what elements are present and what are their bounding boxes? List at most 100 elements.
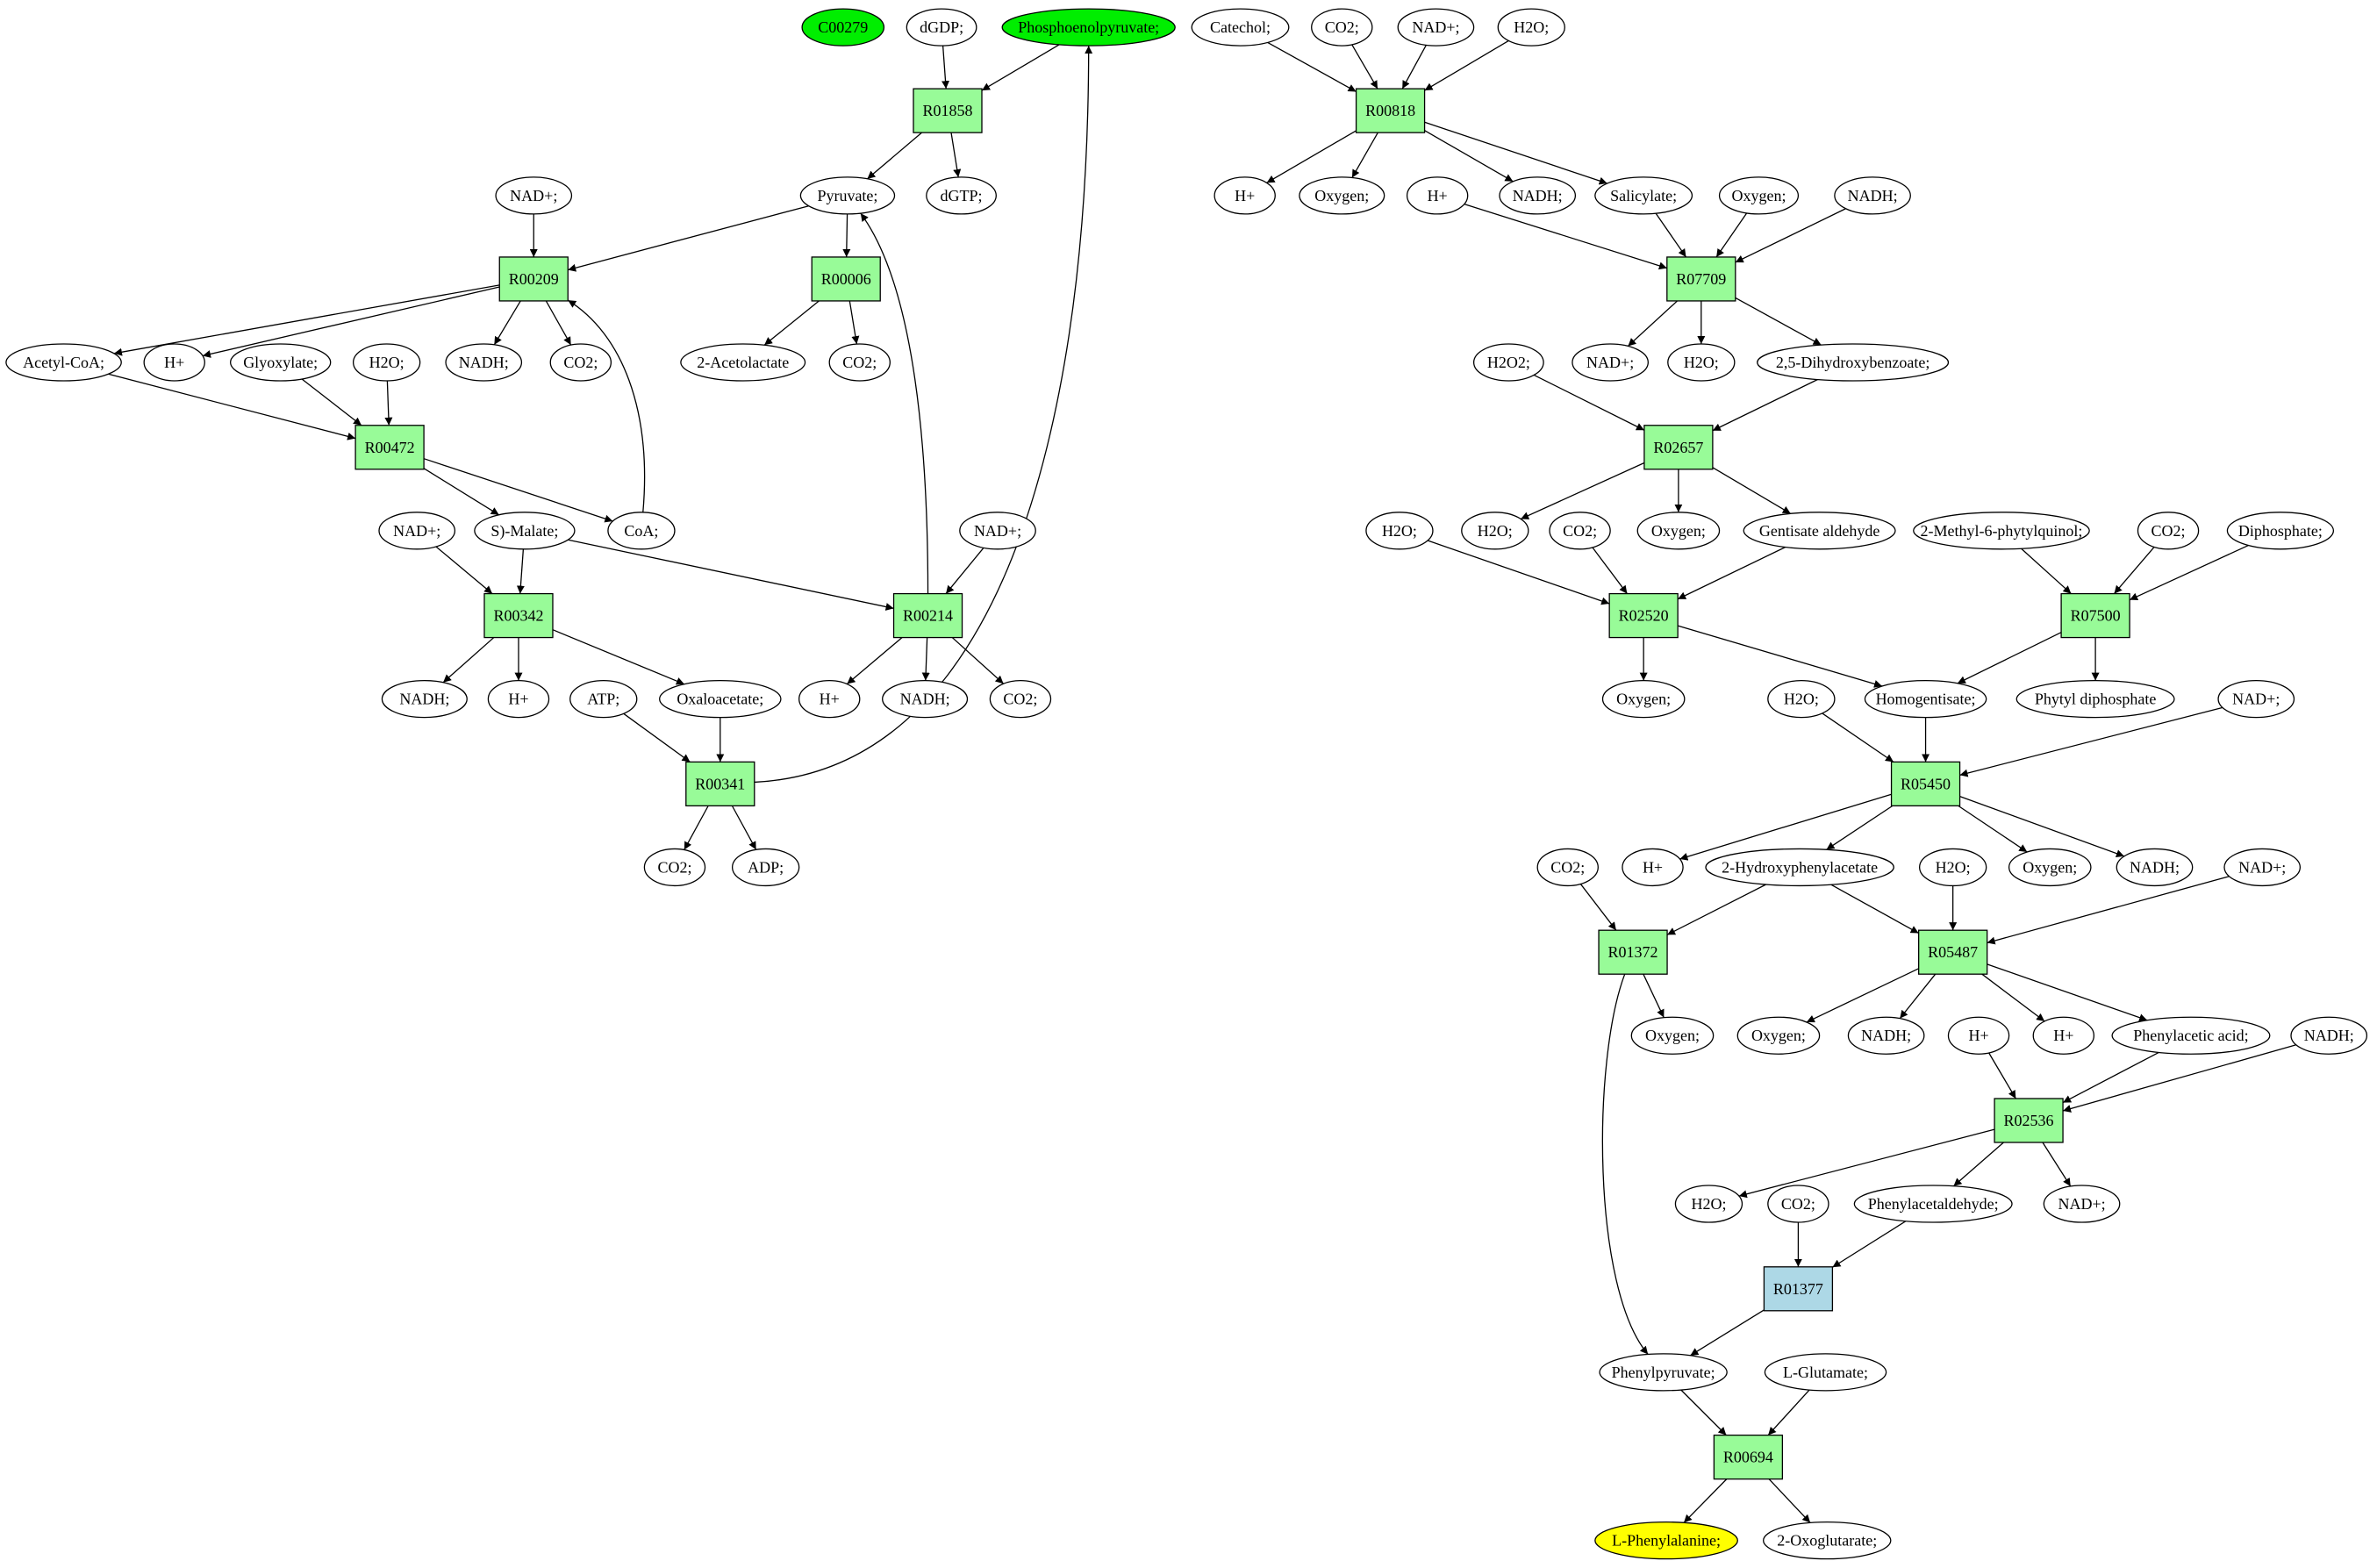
compound-h_r214-ellipse [798,679,861,719]
edge-nad_r5450-to-R05450 [1959,706,2223,777]
compound-h2o_r2520-ellipse [1365,512,1434,550]
edge-h2o_r818-to-R00818 [1424,39,1509,91]
edge-R00818-to-nadh_r818 [1424,130,1514,183]
compound-h_r342: H+ [487,679,550,719]
edge-diphosphate-to-R07500 [2129,544,2249,601]
compound-h_r214: H+ [798,679,861,719]
edge-R00818-to-salicylate [1424,121,1607,185]
compound-h2o_r2536: H2O; [1674,1185,1743,1223]
reaction-R05450-box [1890,761,1961,807]
reaction-R05487: R05487 [1918,929,1988,975]
edge-R00342-to-oxaloacetate [552,629,685,685]
compound-oxoglutarate-label: 2-Oxoglutarate; [1777,1532,1877,1550]
compound-pep-ellipse [1001,8,1176,47]
reaction-R00341-box [685,761,755,807]
compound-h2o_r5450: H2O; [1767,679,1836,719]
compound-glutamate: L-Glutamate; [1764,1353,1887,1392]
compound-nad_r214-ellipse [959,512,1036,550]
compound-hpa: 2-Hydroxyphenylacetate [1705,848,1894,887]
compound-oxygen_r2520-label: Oxygen; [1616,691,1671,708]
compound-oxaloacetate-label: Oxaloacetate; [677,691,763,708]
compound-nadh_r7709-label: NADH; [1848,187,1898,204]
compound-h_r5450-label: H+ [1643,858,1663,876]
reaction-R02520-label: R02520 [1619,607,1669,625]
edge-R05487-to-oxygen_r5487 [1806,968,1919,1023]
reaction-R07709-label: R07709 [1676,270,1726,288]
edge-dgdp-to-R01858 [941,46,950,89]
edge-gentisate_ald-to-R02520 [1677,546,1786,600]
compound-h_r214-label: H+ [820,691,840,708]
compound-gentisate_ald: Gentisate aldehyde [1743,512,1896,550]
reaction-R02520-box [1608,592,1679,639]
edge-R05450-to-h_r5450 [1679,793,1892,861]
compound-co2_r1372: CO2; [1536,848,1599,887]
compound-salicylate-ellipse [1594,176,1693,215]
edge-R02536-to-phenylacetaldehyde [1953,1142,2004,1187]
reaction-R02520: R02520 [1608,592,1679,639]
compound-mpq-ellipse [1913,512,2090,550]
compound-h2o_r472-ellipse [352,343,421,382]
compound-h2o_r2657: H2O; [1461,512,1529,550]
nodes-layer: C00279 dGDP; Phosphoenolpyruvate; Pyruvate;… [5,8,2368,1560]
compound-nadh_r209-ellipse [445,343,523,382]
compound-nadh_r2536: NADH; [2290,1016,2368,1055]
compound-coa-ellipse [607,512,676,550]
edge-R00341-to-pep [754,46,1093,784]
compound-co2_r818: CO2; [1311,8,1373,47]
edge-R01372-to-oxygen_r1372 [1643,973,1665,1018]
reaction-R00214-label: R00214 [903,607,953,625]
compound-co2_r341: CO2; [643,848,706,887]
compound-co2_r1372-label: CO2; [1550,858,1585,876]
compound-nad_r209: NAD+; [495,176,573,215]
compound-gentisate_ald-ellipse [1743,512,1896,550]
edge-R07709-to-nad_r7709 [1627,300,1678,347]
edge-R05450-to-nadh_r5450 [1959,795,2125,857]
compound-h2o2-label: H2O2; [1487,354,1530,371]
compound-co2_r341-ellipse [643,848,706,887]
compound-h2o_r2536-ellipse [1674,1185,1743,1223]
compound-h2o_r818-ellipse [1497,8,1565,47]
compound-coa-label: CoA; [624,522,658,540]
compound-oxygen_r5487-ellipse [1736,1016,1821,1055]
edge-hpa-to-R01372 [1666,884,1766,935]
edge-R00694-to-oxoglutarate [1768,1479,1811,1523]
edges-layer [108,39,2297,1523]
compound-nadh_r342-label: NADH; [399,691,449,708]
compound-adp-label: ADP; [748,858,784,876]
edge-R07500-to-homogentisate [1957,632,2062,684]
compound-oxygen_r7709-label: Oxygen; [1731,187,1786,204]
compound-diphosphate-label: Diphosphate; [2238,522,2323,540]
compound-nad_r7709-label: NAD+; [1586,354,1634,371]
compound-catechol-ellipse [1191,8,1290,47]
reaction-R01377-box [1763,1266,1834,1312]
reaction-R02657-label: R02657 [1653,439,1703,456]
compound-nad_r209-ellipse [495,176,573,215]
reaction-R02536-label: R02536 [2004,1112,2054,1129]
compound-c00279: C00279 [801,8,885,47]
compound-co2_r209-label: CO2; [563,354,598,371]
compound-pep-label: Phosphoenolpyruvate; [1018,18,1159,36]
compound-h2o_r472: H2O; [352,343,421,382]
compound-h_r209-label: H+ [164,354,184,371]
compound-dgdp-label: dGDP; [920,18,963,36]
reaction-R00694-box [1713,1434,1784,1480]
compound-nad_r2536-ellipse [2043,1185,2121,1223]
compound-co2_r2520-ellipse [1549,512,1611,550]
compound-nadh_r214-ellipse [882,679,969,719]
reaction-R01858-box [913,88,983,133]
edge-R02520-to-homogentisate [1677,625,1883,688]
compound-oxygen_r818-label: Oxygen; [1314,187,1369,204]
compound-co2_r818-label: CO2; [1325,18,1359,36]
reaction-R05450: R05450 [1890,761,1961,807]
edge-R05487-to-h_r5487 [1981,973,2045,1022]
compound-oxygen_r5487-label: Oxygen; [1751,1027,1806,1044]
reaction-R00694-label: R00694 [1723,1449,1773,1466]
compound-phytyl-ellipse [2015,679,2175,719]
reaction-R01858: R01858 [913,88,983,133]
reaction-R05487-label: R05487 [1928,943,1978,961]
compound-pyruvate-label: Pyruvate; [817,187,877,204]
reaction-R00006-label: R00006 [821,270,871,288]
reaction-R01372: R01372 [1598,929,1668,975]
compound-h_r7709-label: H+ [1428,187,1448,204]
reaction-R00006-box [811,256,881,302]
